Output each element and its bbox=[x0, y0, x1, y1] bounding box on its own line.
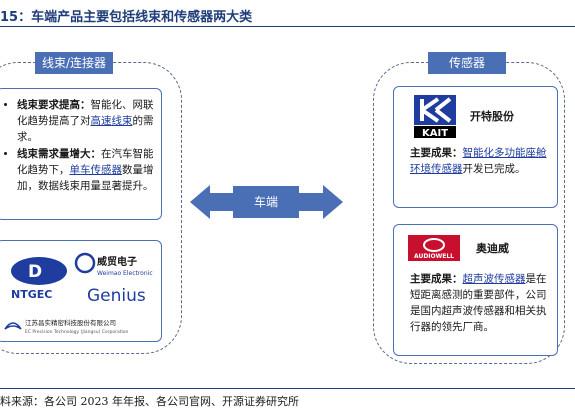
bullet-wire-requirement: 线束要求提高：智能化、网联化趋势提高了对高速线束的需求。 bbox=[17, 97, 155, 145]
aodiwei-end: 是在短距离感测的重要部件，公司是国内超声波传感器和相关执行器的领先厂商。 bbox=[410, 273, 547, 333]
kait-prefix: 主要成果： bbox=[410, 147, 463, 159]
source-note: 料来源：各公司 2023 年年报、各公司官网、开源证券研究所 bbox=[0, 395, 299, 408]
bullet-wire-demand: 线束需求量增大：在汽车智能化趋势下，单车传感器数量增加，数据线束用量显著提升。 bbox=[17, 146, 155, 194]
svg-text:D: D bbox=[28, 262, 42, 282]
kait-name: 开特股份 bbox=[470, 110, 514, 123]
bullet2-text: 在汽车智能化趋势下， bbox=[17, 148, 154, 176]
jiangsu-en-text: EC Precision Technology (Jiangsu) Corpor… bbox=[25, 329, 128, 335]
right-panel-tag: 传感器 bbox=[428, 52, 506, 74]
left-arrow-icon bbox=[190, 185, 234, 219]
wire-companies-logo-card: D NTGEC 威贸电子 Weimao Electronic Genius 江苏… bbox=[0, 240, 162, 342]
figure-title: 15：车端产品主要包括线束和传感器两大类 bbox=[0, 10, 253, 25]
aodiwei-card: AUDIOWELL 奥迪威 主要成果：超声波传感器是在短距离感测的重要部件，公司… bbox=[393, 224, 558, 356]
audiowell-logo-text: AUDIOWELL bbox=[414, 253, 454, 260]
left-panel-tag: 线束/连接器 bbox=[35, 52, 113, 74]
aodiwei-name: 奥迪威 bbox=[476, 242, 509, 255]
jiangsu-logo: 江苏昌实精密科技股份有限公司 EC Precision Technology (… bbox=[4, 318, 128, 335]
genius-text: Genius bbox=[87, 286, 146, 306]
wire-company-logos: D NTGEC 威贸电子 Weimao Electronic Genius 江苏… bbox=[4, 252, 153, 335]
jiangsu-cn-text: 江苏昌实精密科技股份有限公司 bbox=[25, 318, 116, 327]
right-arrow-icon bbox=[299, 185, 343, 219]
kait-link: 智能化多功能座舱环境传感器 bbox=[410, 147, 547, 175]
bullet1-text: 智能化、网联化趋势提高了对 bbox=[17, 99, 154, 127]
kait-description: 主要成果：智能化多功能座舱环境传感器开发已完成。 bbox=[410, 145, 550, 177]
source-rule bbox=[0, 388, 575, 389]
wire-requirements-card: 线束要求提高：智能化、网联化趋势提高了对高速线束的需求。 线束需求量增大：在汽车… bbox=[0, 88, 162, 220]
kait-logo-text: KAIT bbox=[422, 128, 448, 139]
bullet1-title: 线束要求提高： bbox=[17, 99, 91, 111]
center-node: 车端 bbox=[233, 186, 299, 218]
bullet2-end: 数量增加，数据线束用量显著提升。 bbox=[17, 164, 154, 192]
title-rule bbox=[0, 26, 575, 27]
ntgec-text: NTGEC bbox=[11, 288, 52, 301]
ntgec-logo: D NTGEC bbox=[11, 257, 67, 301]
bullet2-link: 单车传感器 bbox=[69, 164, 123, 176]
weimao-en-text: Weimao Electronic bbox=[97, 270, 153, 277]
kait-end: 开发已完成。 bbox=[462, 163, 526, 175]
kait-logo: KAIT bbox=[414, 95, 456, 139]
bullet2-title: 线束需求量增大： bbox=[17, 148, 101, 160]
bullet1-end: 的需求。 bbox=[17, 115, 154, 143]
aodiwei-description: 主要成果：超声波传感器是在短距离感测的重要部件，公司是国内超声波传感器和相关执行… bbox=[410, 271, 550, 335]
aodiwei-prefix: 主要成果： bbox=[410, 273, 463, 285]
weimao-logo: 威贸电子 Weimao Electronic bbox=[74, 252, 153, 277]
kait-card: KAIT 开特股份 主要成果：智能化多功能座舱环境传感器开发已完成。 bbox=[393, 86, 558, 208]
genius-logo: Genius bbox=[87, 286, 146, 306]
weimao-cn-text: 威贸电子 bbox=[97, 255, 137, 268]
aodiwei-link: 超声波传感器 bbox=[462, 273, 526, 285]
audiowell-logo: AUDIOWELL bbox=[408, 235, 460, 261]
bullet1-link: 高速线束 bbox=[90, 115, 133, 127]
